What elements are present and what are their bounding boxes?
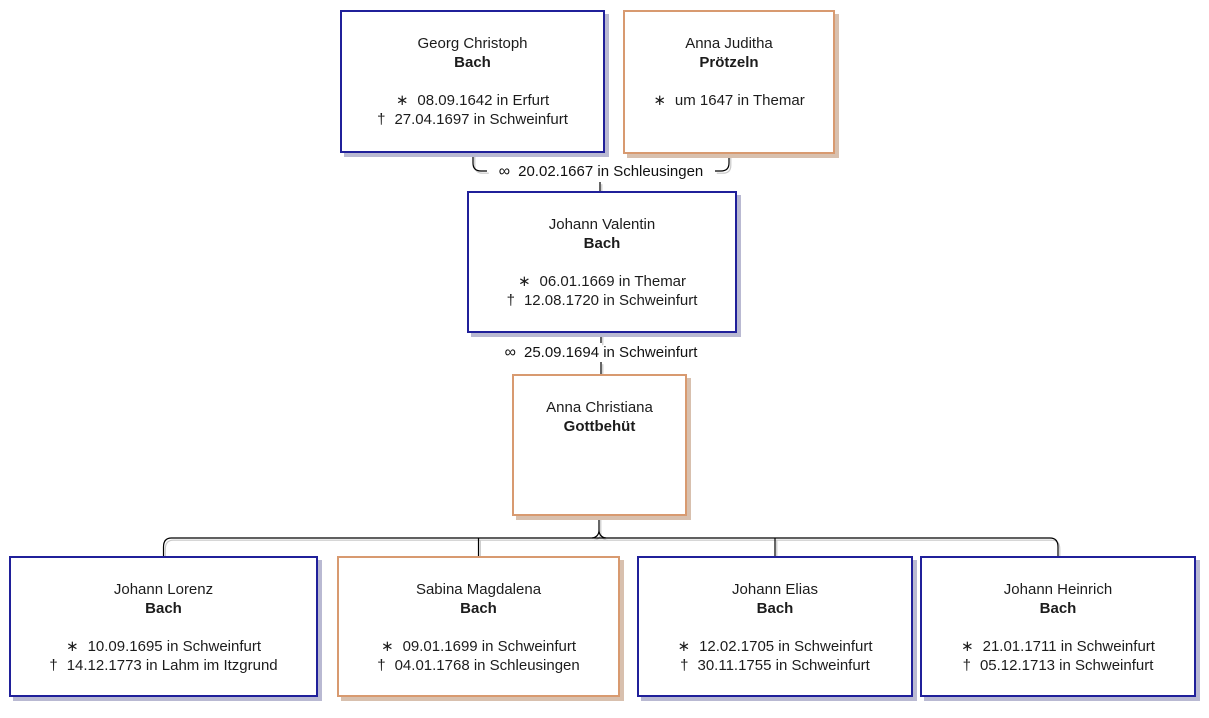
surname: Bach: [460, 600, 497, 617]
birth-event: ∗ 08.09.1642 in Erfurt: [342, 91, 603, 110]
given-name: Johann Heinrich: [1003, 581, 1113, 598]
death-event: † 14.12.1773 in Lahm im Itzgrund: [11, 656, 316, 675]
death-icon: †: [377, 657, 386, 674]
given-name: Johann Valentin: [548, 216, 656, 233]
death-text: 05.12.1713 in Schweinfurt: [979, 657, 1154, 674]
birth-icon: ∗: [380, 638, 394, 655]
spacer: [339, 618, 618, 637]
death-event: † 30.11.1755 in Schweinfurt: [639, 656, 911, 675]
given-name: Anna Juditha: [685, 35, 773, 52]
person-card-anna-juditha-proetzeln[interactable]: Anna Juditha Prötzeln ∗ um 1647 in Themar: [623, 10, 835, 154]
person-card-johann-valentin-bach[interactable]: Johann Valentin Bach ∗ 06.01.1669 in Them…: [467, 191, 737, 333]
death-event: † 12.08.1720 in Schweinfurt: [469, 291, 735, 310]
surname: Gottbehüt: [563, 418, 636, 435]
marriage-rings-icon: ∞: [504, 344, 516, 361]
spacer: [639, 618, 911, 637]
surname: Bach: [145, 600, 182, 617]
birth-icon: ∗: [517, 273, 531, 290]
birth-event: ∗ um 1647 in Themar: [625, 91, 833, 110]
birth-event: ∗ 09.01.1699 in Schweinfurt: [339, 637, 618, 656]
given-name: Georg Christoph: [417, 35, 528, 52]
birth-text: 08.09.1642 in Erfurt: [417, 92, 550, 109]
spacer: [625, 72, 833, 91]
spacer: [922, 618, 1194, 637]
death-icon: †: [377, 111, 386, 128]
death-icon: †: [506, 292, 515, 309]
surname: Prötzeln: [699, 54, 759, 71]
death-text: 12.08.1720 in Schweinfurt: [523, 292, 698, 309]
birth-text: 21.01.1711 in Schweinfurt: [982, 638, 1155, 655]
death-text: 30.11.1755 in Schweinfurt: [697, 657, 870, 674]
given-name: Johann Lorenz: [113, 581, 214, 598]
death-event: † 04.01.1768 in Schleusingen: [339, 656, 618, 675]
death-text: 14.12.1773 in Lahm im Itzgrund: [66, 657, 278, 674]
person-card-anna-christiana-gottbehuet[interactable]: Anna Christiana Gottbehüt: [512, 374, 687, 516]
given-name: Anna Christiana: [546, 399, 653, 416]
surname: Bach: [583, 235, 621, 252]
marriage-date-place: 20.02.1667 in Schleusingen: [518, 163, 704, 180]
birth-icon: ∗: [65, 638, 79, 655]
edge-mother-to-marriage-1: [715, 154, 730, 172]
birth-text: 12.02.1705 in Schweinfurt: [699, 638, 873, 655]
death-text: 04.01.1768 in Schleusingen: [394, 657, 580, 674]
death-icon: †: [680, 657, 689, 674]
birth-event: ∗ 10.09.1695 in Schweinfurt: [11, 637, 316, 656]
surname: Bach: [454, 54, 491, 71]
birth-text: um 1647 in Themar: [674, 92, 805, 109]
death-icon: †: [49, 657, 58, 674]
birth-icon: ∗: [677, 638, 691, 655]
person-card-johann-heinrich-bach[interactable]: Johann Heinrich Bach ∗ 21.01.1711 in Schw…: [920, 556, 1196, 697]
birth-icon: ∗: [653, 92, 666, 109]
birth-icon: ∗: [961, 638, 974, 655]
spacer: [514, 436, 685, 455]
given-name: Johann Elias: [732, 581, 818, 598]
birth-text: 10.09.1695 in Schweinfurt: [87, 638, 262, 655]
birth-event: ∗ 12.02.1705 in Schweinfurt: [639, 637, 911, 656]
death-event: † 27.04.1697 in Schweinfurt: [342, 110, 603, 129]
birth-text: 06.01.1669 in Themar: [539, 273, 687, 290]
children-bus-line: [162, 537, 1059, 556]
spacer: [342, 72, 603, 91]
person-card-georg-christoph-bach[interactable]: Georg Christoph Bach ∗ 08.09.1642 in Erfu…: [340, 10, 605, 153]
birth-event: ∗ 21.01.1711 in Schweinfurt: [922, 637, 1194, 656]
person-card-sabina-magdalena-bach[interactable]: Sabina Magdalena Bach ∗ 09.01.1699 in Sch…: [337, 556, 620, 697]
marriage-label-2: ∞ 25.09.1694 in Schweinfurt: [505, 343, 698, 362]
marriage-date-place: 25.09.1694 in Schweinfurt: [523, 344, 698, 361]
death-event: † 05.12.1713 in Schweinfurt: [922, 656, 1194, 675]
spacer: [469, 253, 735, 272]
marriage-label-1: ∞ 20.02.1667 in Schleusingen: [499, 162, 704, 181]
given-name: Sabina Magdalena: [415, 581, 542, 598]
birth-text: 09.01.1699 in Schweinfurt: [402, 638, 577, 655]
surname: Bach: [1039, 600, 1077, 617]
death-text: 27.04.1697 in Schweinfurt: [394, 111, 568, 128]
birth-event: ∗ 06.01.1669 in Themar: [469, 272, 735, 291]
spacer: [11, 618, 316, 637]
birth-icon: ∗: [395, 92, 409, 109]
marriage-rings-icon: ∞: [498, 163, 511, 180]
bus-junction: [591, 529, 607, 539]
person-card-johann-elias-bach[interactable]: Johann Elias Bach ∗ 12.02.1705 in Schwein…: [637, 556, 913, 697]
death-icon: †: [962, 657, 971, 674]
surname: Bach: [756, 600, 794, 617]
edge-father-to-marriage-1: [472, 153, 487, 172]
person-card-johann-lorenz-bach[interactable]: Johann Lorenz Bach ∗ 10.09.1695 in Schwei…: [9, 556, 318, 697]
